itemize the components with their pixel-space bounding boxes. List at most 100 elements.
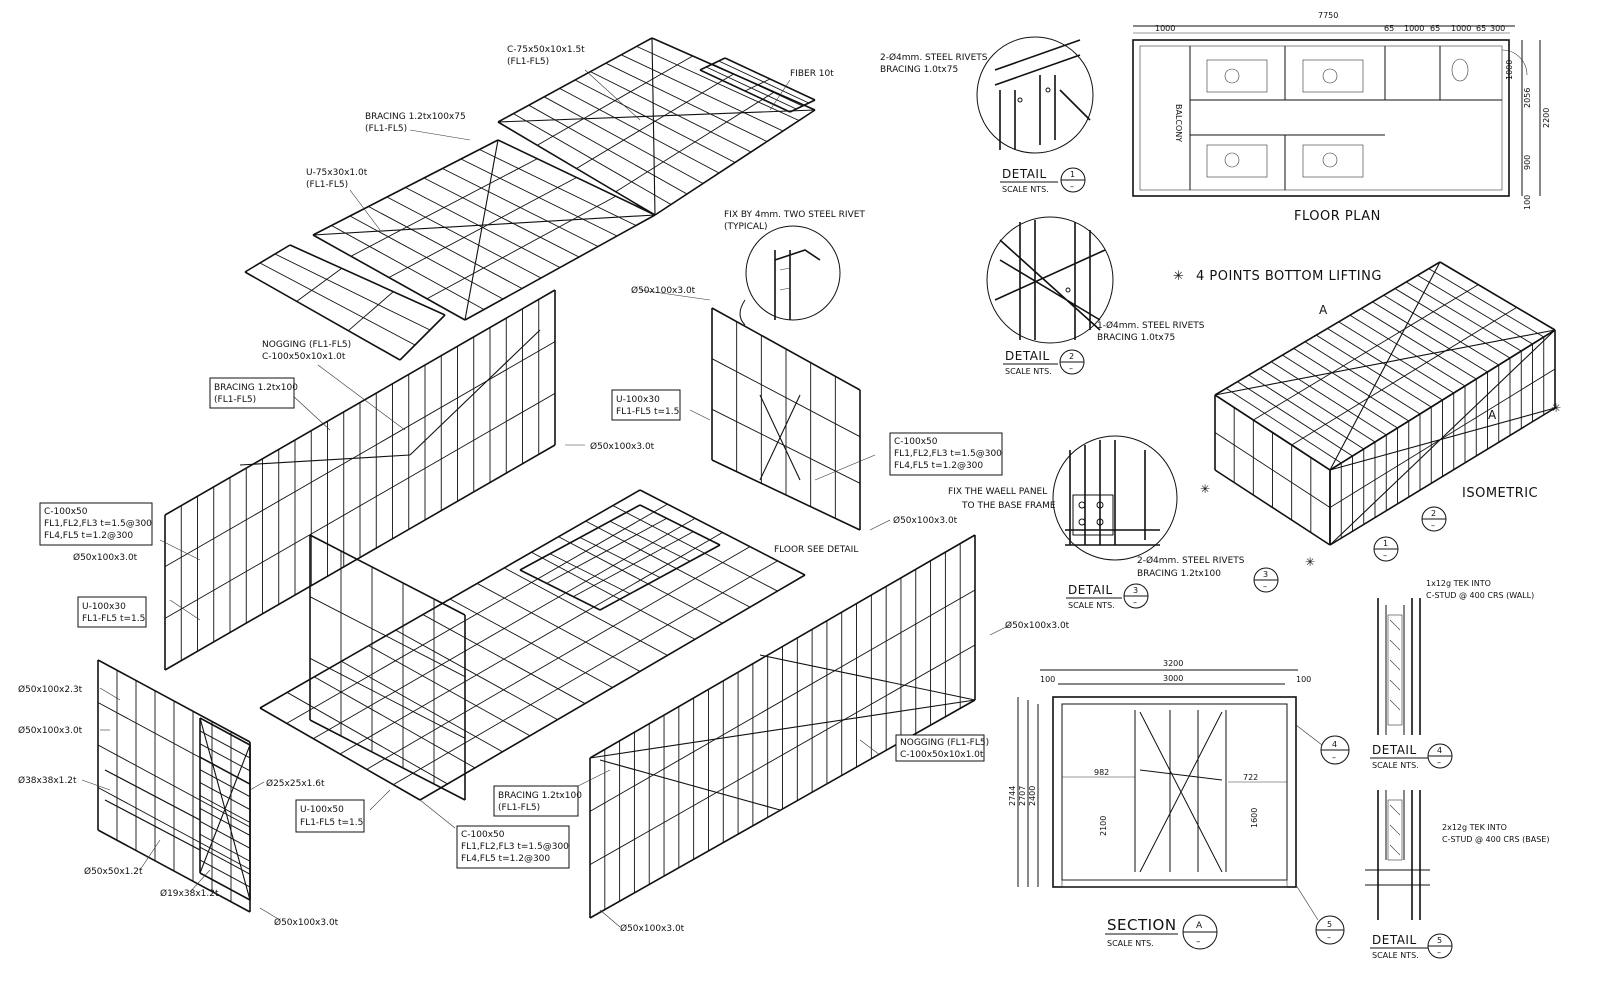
label-bracing-bot-sub: (FL1-FL5) <box>498 803 540 813</box>
isometric-title: ISOMETRIC <box>1462 486 1538 501</box>
label-c100-bot-3: FL4,FL5 t=1.2@300 <box>461 854 550 864</box>
label-post-d: Ø50x100x3.0t <box>1005 620 1070 631</box>
section-callout-5: 5 <box>1327 920 1332 929</box>
floor-plan-dim-2200: 2200 <box>1542 108 1551 128</box>
label-nogging-right-sub: C-100x50x10x1.0t <box>900 750 984 760</box>
left-long-wall-panel <box>164 289 556 671</box>
floor-plan-dim-100: 100 <box>1523 195 1532 210</box>
c100-bot-box <box>456 825 570 869</box>
label-u75-sub: (FL1-FL5) <box>306 180 348 190</box>
u100-left-box <box>77 596 147 628</box>
floor-plan: 7750 1000 65 1000 65 1000 65 300 1000 20… <box>1132 11 1551 224</box>
detail-2-title: DETAIL <box>1005 349 1050 363</box>
detail-4-title: DETAIL <box>1372 743 1417 757</box>
u100x50-box <box>295 799 365 833</box>
label-c75-sub: (FL1-FL5) <box>507 57 549 67</box>
end-wall-panel <box>711 307 861 531</box>
section-callout-5-dash: – <box>1327 933 1331 942</box>
label-p50x50: Ø50x50x1.2t <box>84 866 143 877</box>
label-floor-see-detail: FLOOR SEE DETAIL <box>774 545 858 555</box>
floor-plan-dim-1000v: 1000 <box>1505 60 1514 80</box>
u100-mid-box <box>611 389 681 421</box>
lifting-note: 4 POINTS BOTTOM LIFTING <box>1196 269 1382 284</box>
c100-left-box <box>39 502 153 546</box>
label-c100-mid-1: C-100x50 <box>894 437 938 447</box>
label-post-c: Ø50x100x3.0t <box>893 515 958 526</box>
floor-plan-dim-1000b: 1000 <box>1404 24 1424 33</box>
iso-callout-2: 2 <box>1431 509 1436 518</box>
detail-5-dash: – <box>1437 948 1441 957</box>
section-title: SECTION <box>1107 916 1177 934</box>
floor-plan-title: FLOOR PLAN <box>1294 209 1381 224</box>
detail-5-note-2: C-STUD @ 400 CRS (BASE) <box>1442 835 1549 844</box>
label-u100x50-2: FL1-FL5 t=1.5 <box>300 818 363 828</box>
label-fix-rivet-sub: (TYPICAL) <box>724 222 768 232</box>
lifting-star-icon: ✳ <box>1173 269 1184 284</box>
label-post-g: Ø50x100x3.0t <box>274 917 339 928</box>
label-u100-mid-2: FL1-FL5 t=1.5 <box>616 407 679 417</box>
detail-1-scale: SCALE NTS. <box>1002 185 1049 194</box>
label-post-b: Ø50x100x3.0t <box>590 441 655 452</box>
iso-callout-2-dash: – <box>1431 521 1435 530</box>
section-dim-100b: 100 <box>1296 675 1311 684</box>
label-c100-mid-3: FL4,FL5 t=1.2@300 <box>894 461 983 471</box>
roof-panels <box>244 37 816 361</box>
detail-4-note-1: 1x12g TEK INTO <box>1426 579 1491 588</box>
iso-callout-3: 3 <box>1263 570 1268 579</box>
detail-3-title: DETAIL <box>1068 583 1113 597</box>
floor-plan-total: 7750 <box>1318 11 1338 20</box>
label-post-h: Ø50x100x3.0t <box>620 923 685 934</box>
label-c75: C-75x50x10x1.5t <box>507 45 585 55</box>
floor-plan-dim-2056: 2056 <box>1523 88 1532 108</box>
detail-2-note-2: BRACING 1.0tx75 <box>1097 333 1175 343</box>
label-c100-mid-2: FL1,FL2,FL3 t=1.5@300 <box>894 449 1002 459</box>
section-dim-722: 722 <box>1243 773 1258 782</box>
detail-3-note-4: BRACING 1.2tx100 <box>1137 569 1221 579</box>
section-letter-dash: – <box>1196 937 1201 947</box>
lift-point-icon: ✳ <box>1200 482 1211 496</box>
iso-section-a-top: A <box>1319 303 1328 317</box>
detail-4-dash: – <box>1437 758 1441 767</box>
floor-plan-dim-300: 300 <box>1490 24 1505 33</box>
section-letter: A <box>1196 921 1203 931</box>
bracing-bot-box <box>493 785 579 817</box>
floor-plan-dim-1000a: 1000 <box>1155 24 1175 33</box>
detail-4: 1x12g TEK INTO C-STUD @ 400 CRS (WALL) D… <box>1370 579 1534 770</box>
floor-plan-dim-65a: 65 <box>1384 24 1394 33</box>
label-p19: Ø19x38x1.2t <box>160 888 219 899</box>
detail-1-note-2: BRACING 1.0tx75 <box>880 65 958 75</box>
detail-5-scale: SCALE NTS. <box>1372 951 1419 960</box>
iso-callout-3-dash: – <box>1263 582 1267 591</box>
label-u100-left-2: FL1-FL5 t=1.5 <box>82 614 145 624</box>
front-long-wall-panel <box>589 534 976 919</box>
detail-1: 2-Ø4mm. STEEL RIVETS BRACING 1.0tx75 DET… <box>880 36 1094 194</box>
label-nogging-left-sub: C-100x50x10x1.0t <box>262 352 346 362</box>
floor-plan-dim-1000c: 1000 <box>1451 24 1471 33</box>
label-p38: Ø38x38x1.2t <box>18 775 77 786</box>
lift-point-icon: ✳ <box>1305 555 1316 569</box>
label-u100-mid-1: U-100x30 <box>616 395 660 405</box>
detail-3-note-2: TO THE BASE FRAME <box>961 501 1056 511</box>
label-bracing-left-sub: (FL1-FL5) <box>214 395 256 405</box>
section-scale: SCALE NTS. <box>1107 939 1154 948</box>
section-height-2400: 2400 <box>1028 786 1037 806</box>
label-u75: U-75x30x1.0t <box>306 168 368 178</box>
detail-3-note-1: FIX THE WAELL PANEL <box>948 487 1047 497</box>
detail-5-note-1: 2x12g TEK INTO <box>1442 823 1507 832</box>
detail-3-dash: – <box>1133 598 1137 607</box>
detail-5-title: DETAIL <box>1372 933 1417 947</box>
iso-callout-1: 1 <box>1383 539 1388 548</box>
label-fiber: FIBER 10t <box>790 69 834 79</box>
section-width-3000: 3000 <box>1163 674 1183 683</box>
detail-3: FIX THE WAELL PANEL TO THE BASE FRAME 2-… <box>948 435 1245 610</box>
label-u100x50-1: U-100x50 <box>300 805 344 815</box>
section-height-2744: 2744 <box>1008 786 1017 806</box>
nogging-right-box <box>895 734 985 762</box>
label-c100-bot-1: C-100x50 <box>461 830 505 840</box>
detail-1-dash: – <box>1070 182 1074 191</box>
detail-1-note-1: 2-Ø4mm. STEEL RIVETS <box>880 52 988 63</box>
label-c100-left-2: FL1,FL2,FL3 t=1.5@300 <box>44 519 152 529</box>
iso-section-a-mid: A <box>1488 408 1497 422</box>
